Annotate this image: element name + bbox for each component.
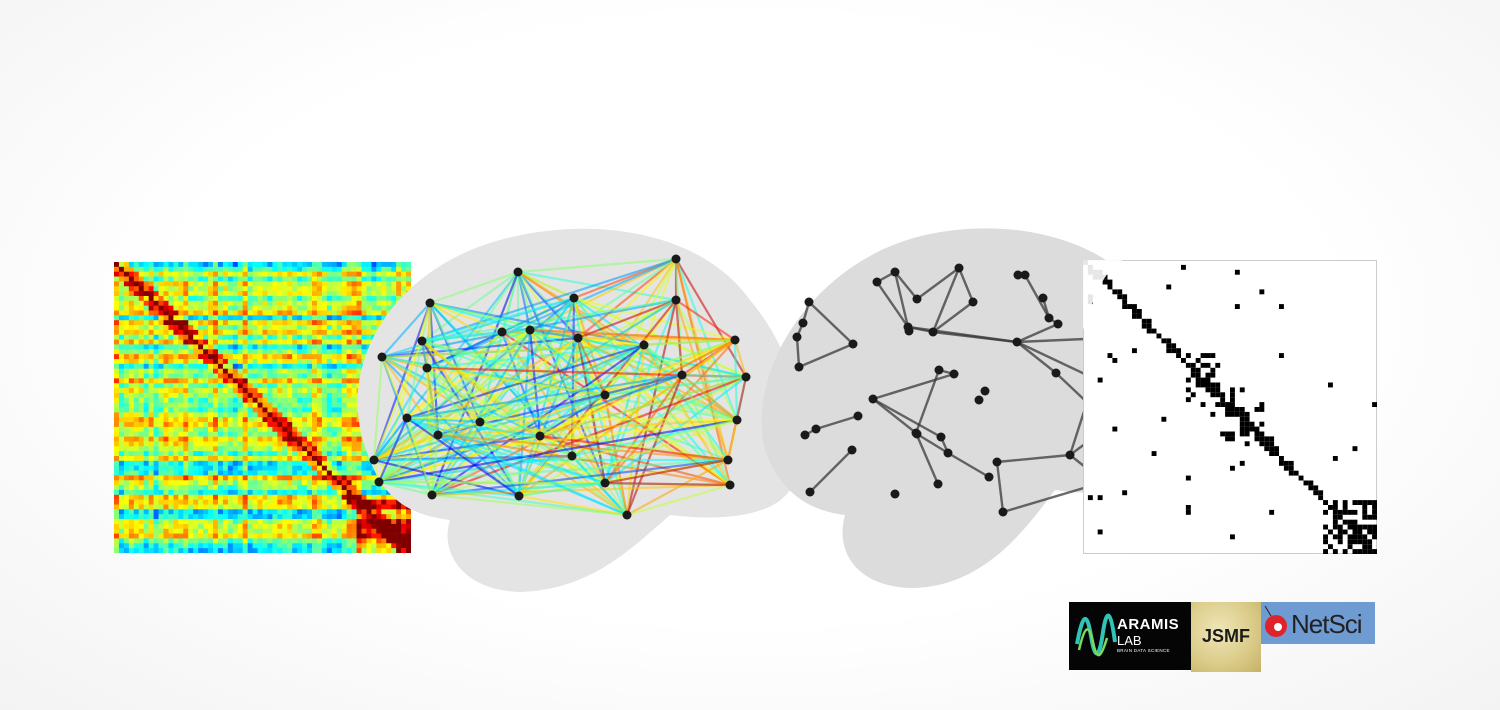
netsci-node-icon (1264, 605, 1287, 637)
aramis-wave-icon (1075, 613, 1117, 657)
jsmf-text: JSMF (1201, 626, 1250, 646)
network-nodes (369, 254, 751, 520)
sponsor-logos: ARAMIS LAB BRAIN DATA SCIENCE JSMF NetSc… (1069, 602, 1379, 672)
aramis-tagline: BRAIN DATA SCIENCE (1117, 648, 1170, 653)
binary-adjacency-matrix (1083, 260, 1378, 555)
brain-connectome-dense (330, 220, 810, 595)
jsmf-logo: JSMF (1191, 602, 1261, 672)
aramis-lab-logo: ARAMIS LAB BRAIN DATA SCIENCE (1069, 602, 1191, 670)
netsci-text: NetSci (1291, 609, 1363, 639)
netsci-logo: NetSci (1261, 602, 1375, 644)
aramis-subtitle: LAB (1117, 633, 1142, 648)
binary-matrix-image (1083, 260, 1377, 554)
aramis-title: ARAMIS (1117, 616, 1180, 633)
brain-silhouette (761, 228, 1175, 588)
network-edges (372, 257, 748, 517)
dense-network-graph (357, 228, 800, 592)
